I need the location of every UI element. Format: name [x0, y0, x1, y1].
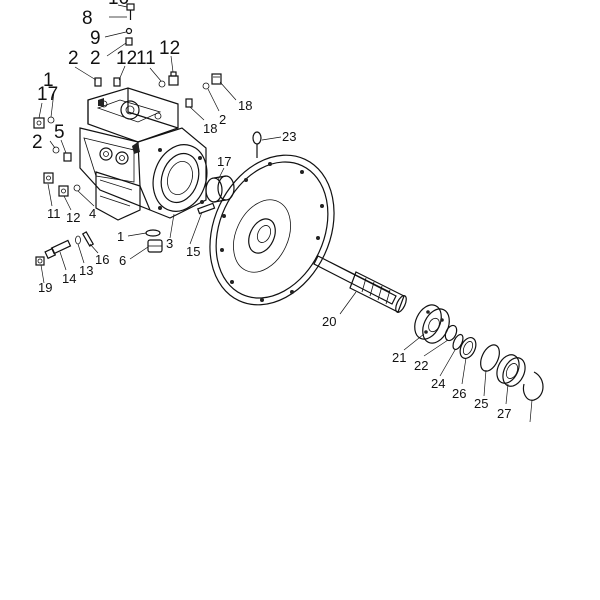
- callout-label: 12: [159, 38, 180, 59]
- callout-label: 12: [66, 210, 80, 225]
- plug-14-icon: [35, 256, 45, 266]
- oring-18-top-icon: [202, 82, 210, 90]
- callout-label: 2: [32, 132, 43, 153]
- plug-2c-icon: [185, 98, 193, 108]
- spacer-24-icon: [459, 337, 477, 359]
- callout-label: 11: [47, 206, 61, 221]
- callout-label: 17: [217, 154, 231, 169]
- oil-seal-25-icon: [496, 354, 526, 387]
- callout-label: 13: [79, 263, 93, 278]
- oring-26-icon: [480, 344, 500, 372]
- callout-label: 9: [90, 28, 101, 49]
- pump-housing: [79, 87, 208, 221]
- callout-label: 18: [238, 98, 252, 113]
- snap-ring-27-icon: [522, 371, 544, 401]
- callout-label: 22: [414, 358, 428, 373]
- callout-label: 17: [37, 84, 58, 105]
- drive-shaft-19: [313, 255, 407, 313]
- pin-15-icon: [81, 231, 95, 247]
- snap-ring-22-icon: [452, 333, 464, 351]
- callout-label: 16: [95, 252, 109, 267]
- callout-label: 4: [89, 206, 96, 221]
- fastener-group: [33, 3, 262, 266]
- callout-label: 15: [186, 244, 200, 259]
- mounting-flange: [209, 154, 335, 306]
- callout-label: 3: [166, 236, 173, 251]
- callout-label: 18: [203, 121, 217, 136]
- callout-label: 2: [68, 48, 79, 69]
- callout-label: 26: [452, 386, 466, 401]
- callout-label: 24: [431, 376, 445, 391]
- plug-3-icon: [147, 239, 163, 253]
- callout-label: 5: [54, 122, 65, 143]
- callout-label: 2: [219, 112, 226, 127]
- plug-9-icon: [125, 37, 133, 46]
- snap-ring-21-icon: [444, 324, 458, 342]
- plug-17b-icon: [43, 172, 54, 184]
- plug-2-icon: [94, 77, 102, 87]
- callout-label: 8: [82, 8, 93, 29]
- callout-label: 23: [282, 129, 296, 144]
- callout-label: 2: [90, 48, 101, 69]
- callout-label: 20: [322, 314, 336, 329]
- callout-label: 12: [116, 48, 137, 69]
- oring-4-icon: [145, 229, 161, 237]
- bearing-23-icon: [205, 175, 235, 203]
- callout-label: 14: [62, 271, 76, 286]
- washer-8-icon: [125, 27, 133, 35]
- callout-label: 1: [117, 229, 124, 244]
- oring-12c-icon: [73, 184, 81, 192]
- plug-11-icon: [168, 71, 179, 86]
- plug-1-icon: [33, 117, 45, 129]
- plug-11b-icon: [58, 185, 69, 197]
- callout-label: 19: [38, 280, 52, 295]
- plug-2b-icon: [113, 77, 121, 87]
- ring-16-icon: [75, 235, 81, 245]
- callout-label: 11: [136, 48, 156, 69]
- plug-13-icon: [44, 239, 72, 260]
- oring-18b-icon: [52, 146, 60, 154]
- callout-label: 6: [119, 253, 126, 268]
- eyebolt-5-icon: [252, 131, 262, 158]
- leader-lines: [38, 4, 533, 423]
- oring-12-icon: [158, 80, 166, 88]
- callout-label: 27: [497, 406, 511, 421]
- plug-17-top-icon: [211, 73, 222, 85]
- callout-labels: 10 8 9 2 2 12 11 12 1 17 18 2 18 2 5 23 …: [32, 0, 511, 421]
- callout-label: 25: [474, 396, 488, 411]
- callout-label: 21: [392, 350, 406, 365]
- plug-2d-icon: [63, 152, 72, 162]
- callout-label: 1: [43, 70, 54, 91]
- pin-6-icon: [197, 202, 216, 215]
- callout-label: 10: [108, 0, 129, 9]
